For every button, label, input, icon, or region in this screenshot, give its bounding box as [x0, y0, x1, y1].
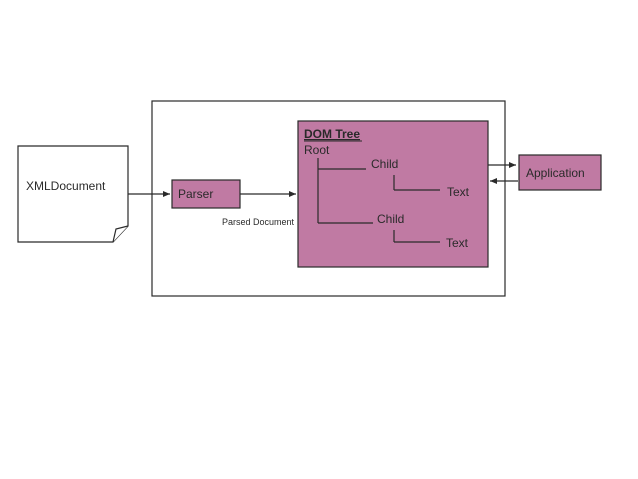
text-2-label: Text [446, 236, 469, 250]
child-1-label: Child [371, 157, 398, 171]
application-node: Application [518, 154, 602, 191]
dom-tree-node: DOM Tree Root Child Text Child Text [297, 120, 489, 268]
parser-label: Parser [178, 187, 213, 201]
parsed-document-label: Parsed Document [222, 217, 295, 227]
application-label: Application [526, 166, 585, 180]
root-label: Root [304, 143, 330, 157]
text-1-label: Text [447, 185, 470, 199]
xml-document-node: XMLDocument [17, 145, 129, 243]
parser-box [171, 179, 241, 209]
document-fold [112, 225, 129, 243]
application-box [518, 154, 602, 191]
dom-tree-title: DOM Tree [304, 127, 360, 141]
dom-tree-box [297, 120, 489, 268]
document-shape [17, 145, 129, 243]
child-2-label: Child [377, 212, 404, 226]
xml-document-label: XMLDocument [26, 179, 106, 193]
processing-container [151, 100, 506, 297]
tree-connectors [317, 158, 440, 243]
parser-node: Parser [171, 179, 241, 209]
